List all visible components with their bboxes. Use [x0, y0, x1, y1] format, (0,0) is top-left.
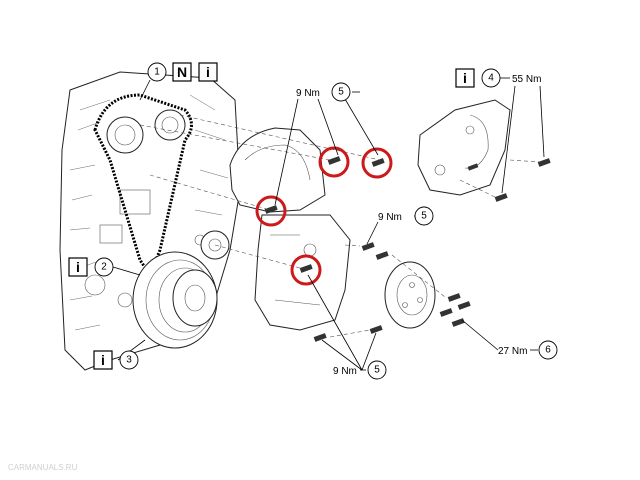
callout-2: 2 — [94, 257, 114, 277]
svg-text:5: 5 — [421, 211, 427, 222]
timing-belt — [93, 93, 193, 279]
leader-lines — [112, 77, 545, 371]
bolts — [264, 156, 551, 342]
info-box-1: i — [198, 62, 218, 82]
crankshaft-pulley — [132, 251, 218, 349]
bolt — [457, 301, 471, 310]
info-box-2: i — [68, 257, 88, 277]
bolt — [313, 333, 327, 342]
info-icon: i — [463, 70, 467, 86]
bolt — [299, 264, 313, 273]
callout-1: 1 — [147, 62, 167, 82]
bolt — [375, 251, 389, 260]
bolt — [467, 163, 479, 171]
note-icon: N — [177, 64, 187, 80]
highlight-circle — [255, 195, 287, 227]
torque-label-bottom: 9 Nm — [333, 366, 357, 377]
info-icon: i — [76, 259, 80, 275]
callout-6: 6 — [538, 340, 558, 360]
svg-text:3: 3 — [126, 355, 132, 366]
bolt — [369, 325, 383, 334]
bolt — [264, 205, 278, 214]
alignment-lines — [139, 114, 541, 338]
engine-mount-bracket — [417, 99, 511, 196]
svg-text:6: 6 — [545, 345, 551, 356]
svg-text:5: 5 — [374, 365, 380, 376]
callout-5-top: 5 — [331, 82, 351, 102]
water-pump-pulley — [384, 261, 436, 329]
callout-4: 4 — [481, 68, 501, 88]
svg-text:4: 4 — [488, 73, 494, 84]
bolt — [494, 193, 508, 202]
torque-label-pulley: 27 Nm — [498, 346, 527, 357]
bolt — [361, 242, 375, 251]
info-icon: i — [101, 352, 105, 368]
callout-5-bottom: 5 — [367, 360, 387, 380]
highlight-circle — [318, 146, 350, 178]
callout-3: 3 — [119, 350, 139, 370]
svg-text:5: 5 — [338, 87, 344, 98]
note-box: N — [172, 62, 192, 82]
torque-label-top: 9 Nm — [296, 88, 320, 99]
highlight-circle — [361, 147, 393, 179]
svg-text:2: 2 — [101, 262, 107, 273]
info-icon: i — [206, 64, 210, 80]
bolt — [327, 156, 341, 165]
highlight-circle — [290, 254, 322, 286]
svg-text:1: 1 — [154, 67, 160, 78]
torque-label-mid: 9 Nm — [378, 212, 402, 223]
bolt — [537, 158, 551, 167]
bolt — [371, 158, 385, 167]
highlight-circles — [255, 146, 393, 286]
bolt — [451, 318, 465, 327]
watermark: CARMANUALS.RU — [8, 463, 78, 472]
bolt — [447, 293, 461, 302]
info-box-4: i — [455, 68, 475, 88]
torque-label-mount: 55 Nm — [512, 74, 541, 85]
lower-timing-cover — [254, 214, 351, 331]
bolt — [439, 308, 453, 317]
info-box-3: i — [93, 350, 113, 370]
callout-5-mid: 5 — [414, 206, 434, 226]
upper-timing-cover — [229, 127, 326, 213]
